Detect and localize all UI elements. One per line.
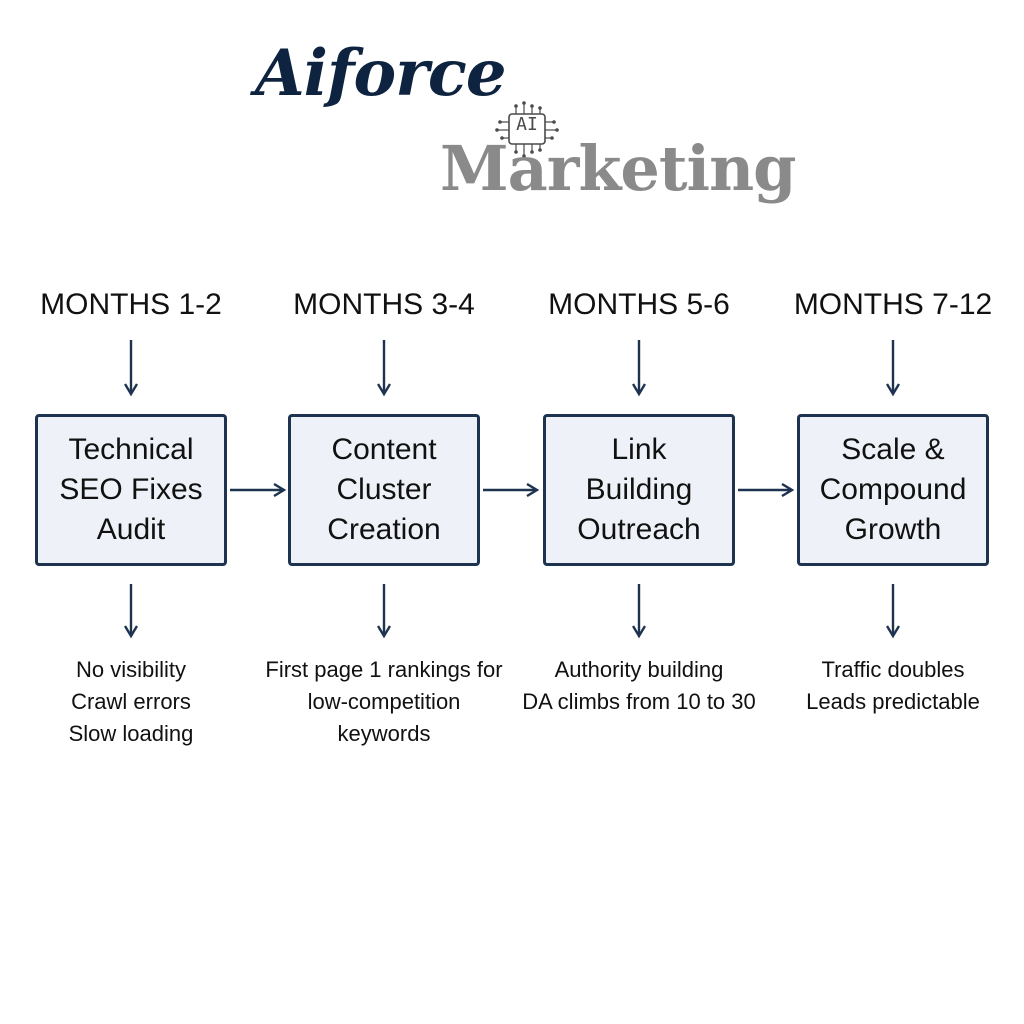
stage-4-title: Scale & Compound Growth bbox=[819, 433, 967, 546]
stage-3-title: Link Building Outreach bbox=[577, 433, 701, 546]
stage-4-header: MONTHS 7-12 bbox=[793, 288, 993, 321]
stage-2-box: Content Cluster Creation bbox=[288, 414, 480, 566]
stage-2-outcome: First page 1 rankings for low-competitio… bbox=[265, 657, 503, 746]
stage-1-title: Technical SEO Fixes Audit bbox=[59, 433, 203, 546]
stage-3-outcome: Authority building DA climbs from 10 to … bbox=[522, 657, 756, 714]
circuit-chip-icon bbox=[495, 101, 559, 158]
stage-2-title: Content Cluster Creation bbox=[327, 433, 441, 546]
stage-1-header: MONTHS 1-2 bbox=[40, 288, 222, 321]
logo-wordmark-marketing: Marketing bbox=[440, 132, 796, 205]
brand-logo: Aiforce AI Marketing bbox=[0, 0, 1024, 240]
stage-3-header: MONTHS 5-6 bbox=[548, 288, 730, 321]
stage-1-outcome: No visibility Crawl errors Slow loading bbox=[68, 657, 194, 746]
stage-2-header: MONTHS 3-4 bbox=[293, 288, 475, 321]
stage-4-box: Scale & Compound Growth bbox=[797, 414, 989, 566]
logo-chip-label: AI bbox=[516, 114, 538, 135]
stage-4-outcome: Traffic doubles Leads predictable bbox=[806, 657, 980, 714]
stage-1-box: Technical SEO Fixes Audit bbox=[35, 414, 227, 566]
logo-wordmark-aiforce: Aiforce bbox=[255, 36, 507, 111]
stage-3-box: Link Building Outreach bbox=[543, 414, 735, 566]
